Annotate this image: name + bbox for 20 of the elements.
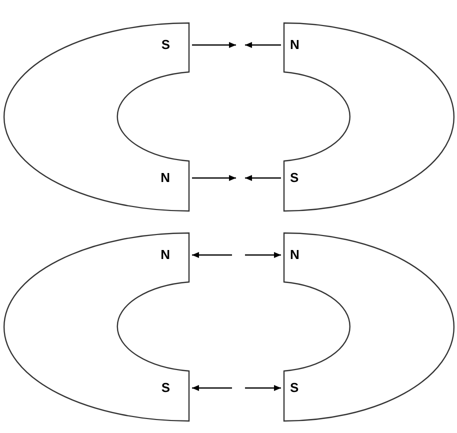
pole-label: S bbox=[161, 381, 170, 394]
arrow bbox=[192, 252, 232, 258]
arrow bbox=[245, 42, 281, 48]
horseshoe-magnet bbox=[3, 232, 190, 422]
arrow bbox=[245, 385, 281, 391]
pole-label: N bbox=[160, 248, 170, 261]
pole-label: S bbox=[290, 171, 299, 184]
pole-label: S bbox=[290, 381, 299, 394]
horseshoe-magnet bbox=[3, 22, 190, 212]
arrow bbox=[192, 42, 236, 48]
pole-label: N bbox=[290, 38, 300, 51]
horseshoe-magnet bbox=[283, 22, 455, 212]
arrow bbox=[245, 175, 281, 181]
arrow bbox=[192, 175, 236, 181]
pole-label: N bbox=[160, 171, 170, 184]
horseshoe-magnet bbox=[283, 232, 455, 422]
pole-label: N bbox=[290, 248, 300, 261]
arrow bbox=[192, 385, 232, 391]
pole-label: S bbox=[161, 38, 170, 51]
arrow bbox=[245, 252, 281, 258]
